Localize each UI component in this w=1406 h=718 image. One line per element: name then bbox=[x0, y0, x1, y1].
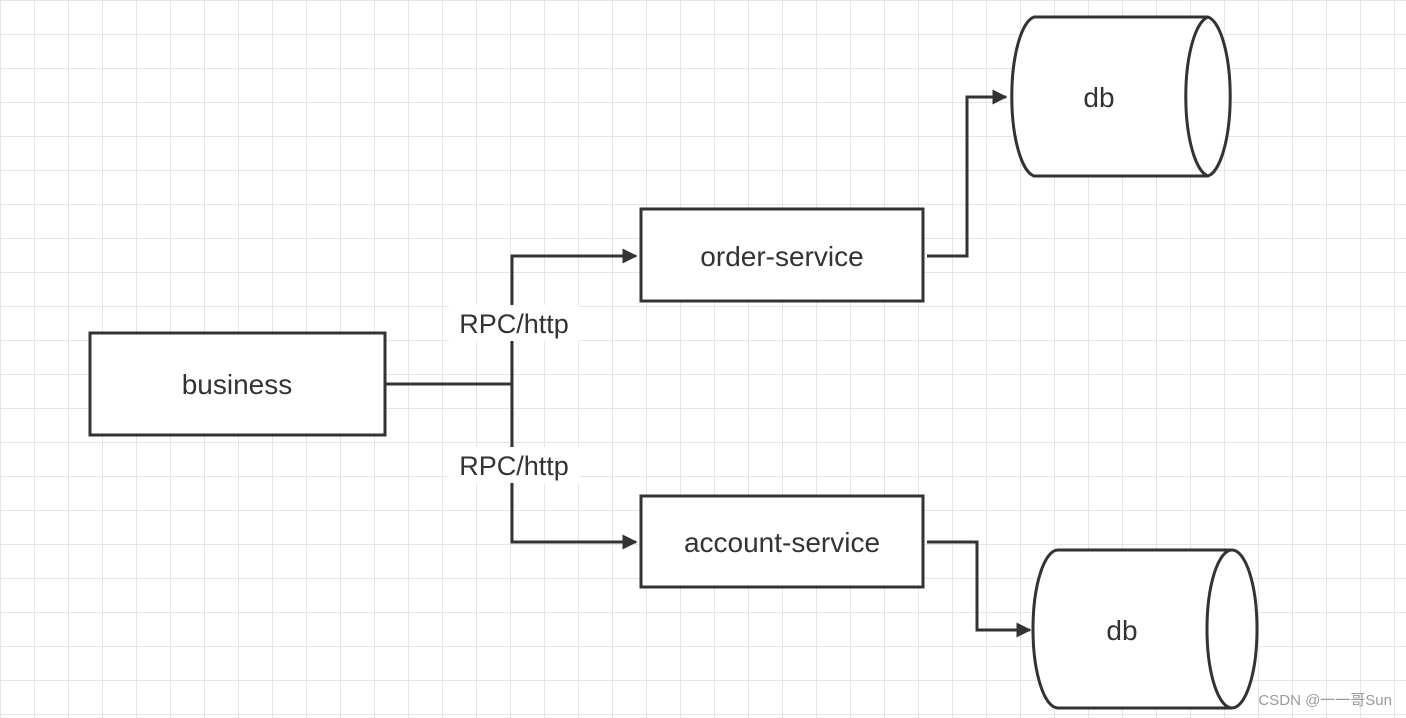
edge-label-rpc-top-text: RPC/http bbox=[459, 309, 569, 339]
edge-label-rpc-bottom-text: RPC/http bbox=[459, 451, 569, 481]
node-order-service[interactable]: order-service bbox=[639, 207, 925, 303]
node-business[interactable]: business bbox=[88, 331, 387, 437]
node-db-bottom[interactable]: db bbox=[1031, 548, 1259, 710]
node-account-service[interactable]: account-service bbox=[639, 494, 925, 589]
edge-label-rpc-top: RPC/http bbox=[449, 305, 579, 341]
edge-label-rpc-bottom: RPC/http bbox=[449, 447, 579, 483]
node-db-top-label: db bbox=[1083, 82, 1114, 113]
node-account-service-label: account-service bbox=[684, 527, 880, 558]
node-business-label: business bbox=[182, 369, 293, 400]
edge-business-to-account-service bbox=[510, 384, 638, 550]
edge-order-service-to-db bbox=[927, 89, 1008, 258]
node-order-service-label: order-service bbox=[700, 241, 863, 272]
edge-account-service-to-db bbox=[927, 540, 1032, 638]
node-db-top[interactable]: db bbox=[1010, 15, 1232, 178]
csdn-watermark: CSDN @一一哥Sun bbox=[1258, 692, 1392, 709]
node-db-bottom-label: db bbox=[1106, 615, 1137, 646]
